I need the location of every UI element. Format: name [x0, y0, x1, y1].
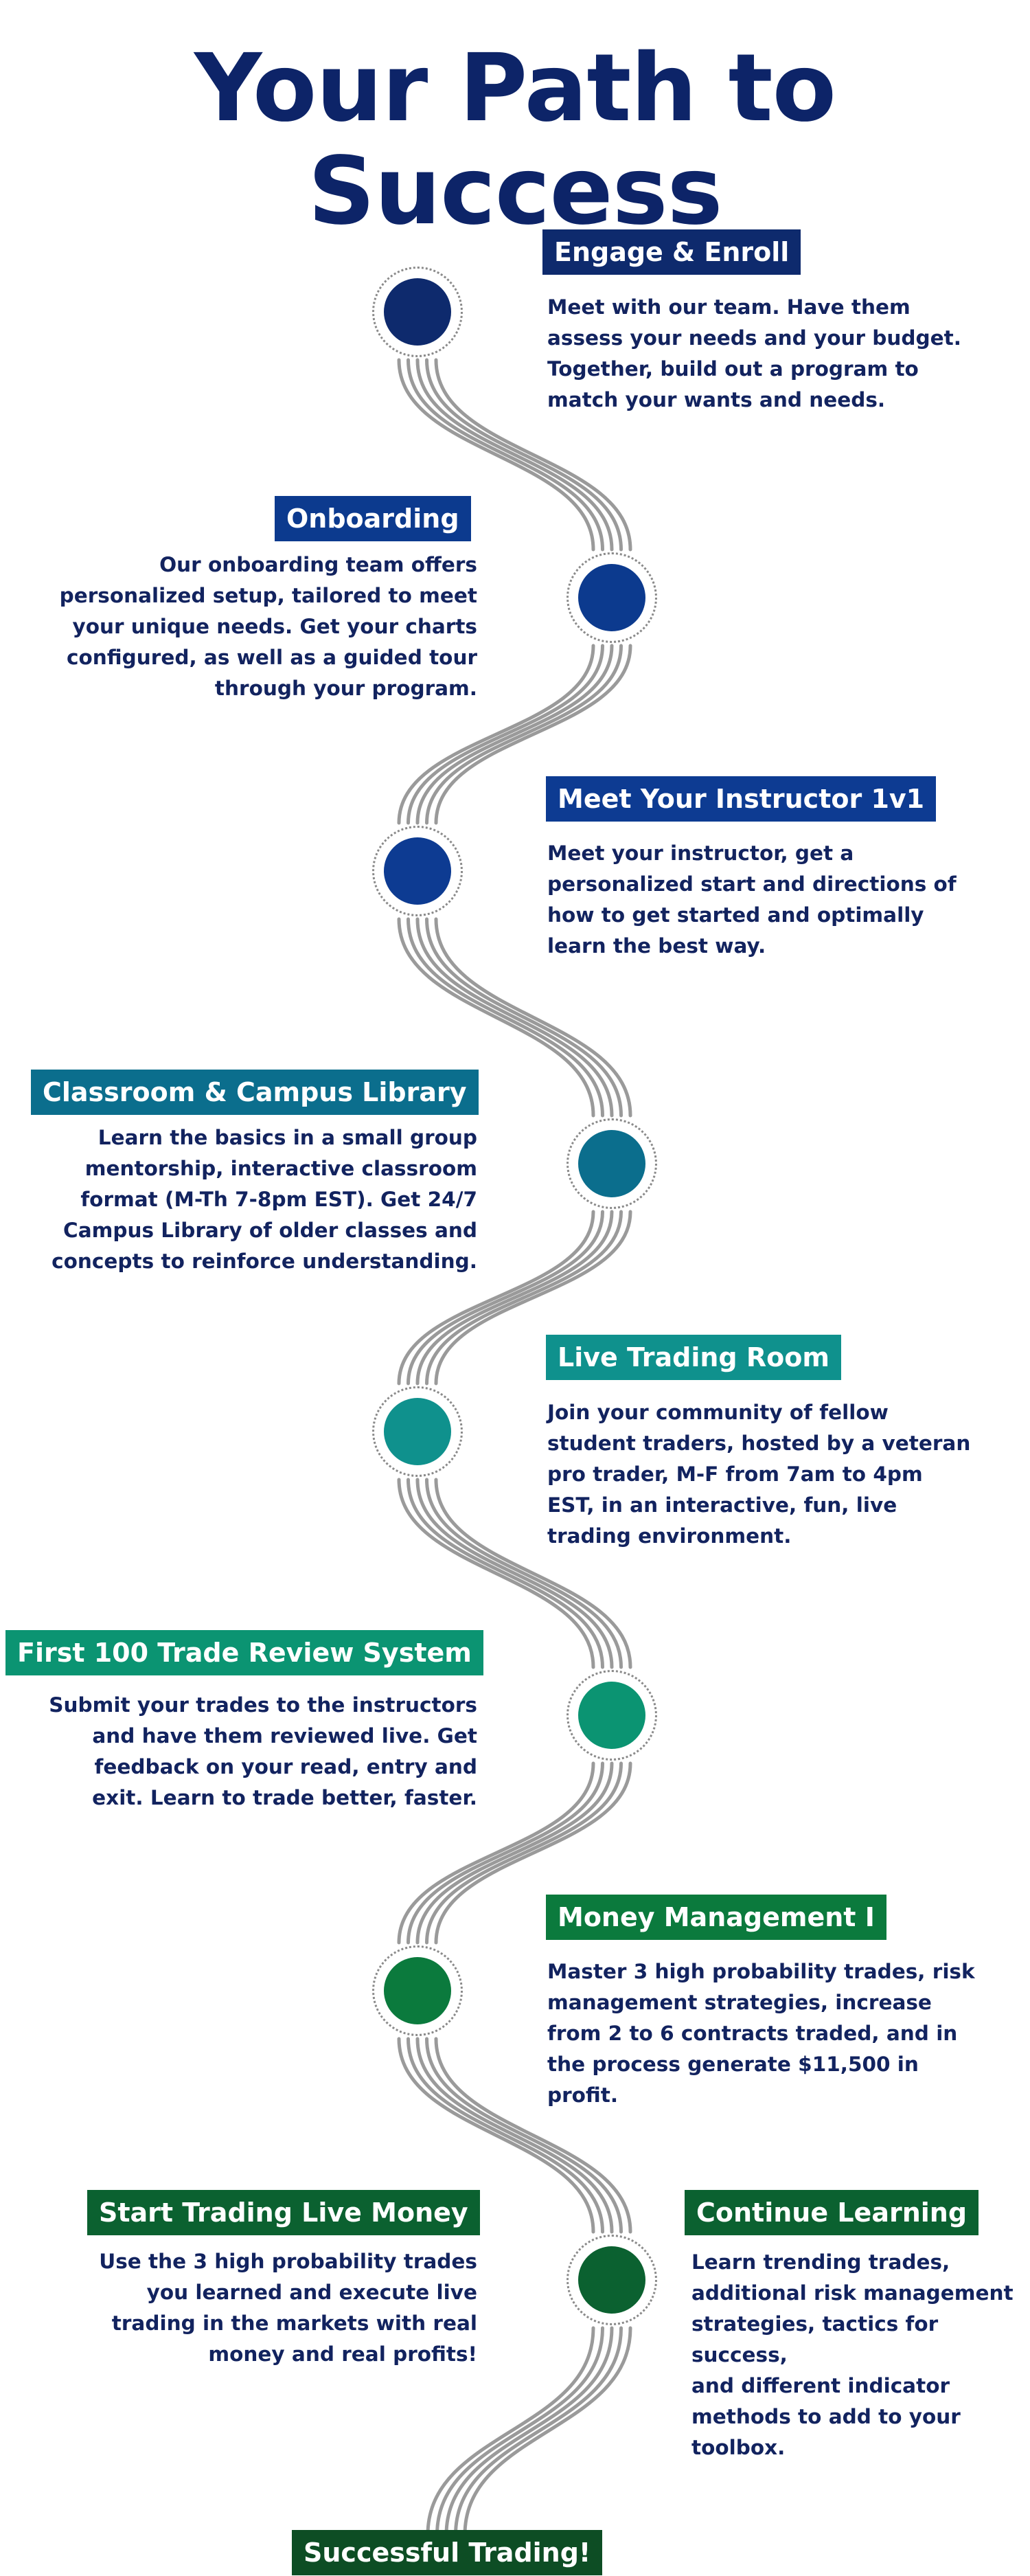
path-line [415, 644, 614, 825]
path-line [407, 358, 604, 552]
path-line [425, 358, 623, 552]
step-node-meet-instructor [372, 826, 463, 916]
path-line [415, 1761, 614, 1945]
path-line [425, 2037, 623, 2234]
step-node-live-trading-room [372, 1386, 463, 1477]
step-label-continue-learning: Continue Learning [685, 2190, 979, 2235]
path-line [425, 1478, 623, 1669]
path-line [407, 1761, 604, 1945]
path-line [397, 2037, 595, 2234]
step-label-meet-instructor: Meet Your Instructor 1v1 [546, 776, 937, 822]
page-title: Your Path to Success [194, 34, 836, 246]
path-line [407, 1478, 604, 1669]
step-label-money-management: Money Management I [546, 1895, 886, 1940]
step-label-live-trading-room: Live Trading Room [546, 1335, 841, 1380]
path-line [415, 2037, 614, 2234]
step-label-engage-enroll: Engage & Enroll [542, 229, 801, 275]
path-line [434, 1210, 632, 1386]
step-dot [578, 1130, 645, 1197]
path-line [415, 1478, 614, 1669]
path-line [435, 2326, 604, 2537]
step-dot [384, 278, 451, 346]
step-desc-continue-learning: Learn trending trades,additional risk ma… [691, 2250, 1014, 2459]
path-line [434, 1478, 632, 1669]
final-label: Successful Trading! [292, 2530, 603, 2575]
path-line [454, 2326, 623, 2537]
path-line [434, 644, 632, 825]
step-dot [578, 1682, 645, 1749]
path-line [397, 917, 595, 1118]
step-node-live-money [566, 2235, 657, 2325]
path-line [425, 644, 623, 825]
path-line [397, 644, 595, 825]
path-line [425, 917, 623, 1118]
path-line [434, 917, 632, 1118]
path-line [434, 2037, 632, 2234]
step-label-live-money: Start Trading Live Money [87, 2190, 480, 2235]
path-line [426, 2326, 595, 2537]
path-line [425, 1761, 623, 1945]
step-label-trade-review: First 100 Trade Review System [5, 1630, 483, 1675]
step-label-onboarding: Onboarding [275, 496, 471, 541]
path-line [407, 644, 604, 825]
path-line [397, 1210, 595, 1386]
path-line [463, 2326, 632, 2537]
path-line [407, 2037, 604, 2234]
step-dot [384, 1398, 451, 1465]
step-dot [384, 1957, 451, 2024]
path-line [425, 1210, 623, 1386]
step-dot [384, 837, 451, 905]
step-dot [578, 564, 645, 631]
step-node-money-management [372, 1945, 463, 2036]
path-line [407, 1210, 604, 1386]
path-line [397, 358, 595, 552]
path-line [415, 358, 614, 552]
step-node-onboarding [566, 552, 657, 643]
step-dot [578, 2246, 645, 2314]
step-node-engage-enroll [372, 267, 463, 357]
path-line [397, 1478, 595, 1669]
path-line [397, 1761, 595, 1945]
path-line [407, 917, 604, 1118]
path-line [434, 1761, 632, 1945]
step-node-classroom [566, 1118, 657, 1209]
path-line [444, 2326, 614, 2537]
step-label-classroom: Classroom & Campus Library [31, 1070, 479, 1115]
path-line [415, 1210, 614, 1386]
step-node-trade-review [566, 1670, 657, 1761]
path-line [415, 917, 614, 1118]
path-line [434, 358, 632, 552]
